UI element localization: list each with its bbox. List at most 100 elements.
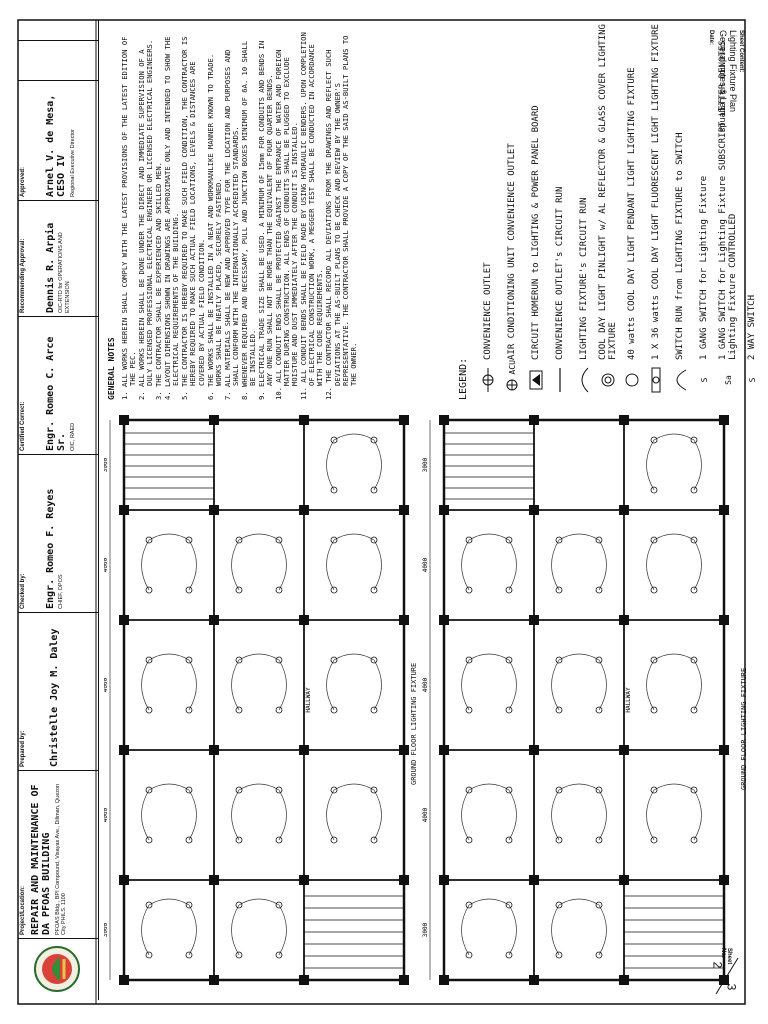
light-fixture [275, 901, 283, 909]
checked-cell: Checked by: Engr. Romeo F. Reyes CHIEF, … [18, 454, 98, 612]
dimension-label: 4000 [422, 807, 429, 822]
light-fixture [145, 786, 153, 794]
plan-right-caption: GROUND FLOOR LIGHTING FIXTURE [740, 667, 748, 790]
notes-list: 1. ALL WORKS HEREIN SHALL COMPLY WITH TH… [119, 30, 358, 401]
light-fixture [185, 836, 193, 844]
light-fixture [505, 836, 513, 844]
circuit-run [231, 653, 287, 711]
legend-text: AIR CONDITIONING UNIT CONVENIENCE OUTLET [506, 143, 517, 360]
light-fixture [235, 786, 243, 794]
general-notes: GENERAL NOTES 1. ALL WORKS HEREIN SHALL … [107, 30, 359, 401]
legend-symbol [672, 360, 688, 400]
dimension-label: 4000 [104, 807, 109, 822]
light-fixture [465, 836, 473, 844]
certified-cell: Certified Correct: Engr. Romeo C. Arce S… [18, 316, 98, 454]
light-fixture [330, 836, 338, 844]
legend-symbol-label: S [699, 377, 709, 383]
light-fixture [235, 836, 243, 844]
legend-text: 2 WAY SWITCH [746, 294, 757, 360]
light-fixture [650, 786, 658, 794]
light-fixture [650, 486, 658, 494]
light-fixture [370, 436, 378, 444]
light-fixture [690, 536, 698, 544]
light-fixture [650, 586, 658, 594]
general-note: 3. THE CONTRACTOR SHALL BE EXPERIENCED A… [154, 162, 164, 400]
exterior-wall [442, 418, 726, 982]
light-fixture [465, 656, 473, 664]
light-fixture [690, 706, 698, 714]
light-fixture [505, 536, 513, 544]
content-cell [18, 40, 98, 80]
light-fixture [185, 706, 193, 714]
dimension-label: 3000 [104, 457, 109, 472]
light-fixture [370, 536, 378, 544]
checked-name: Engr. Romeo F. Reyes [44, 488, 56, 609]
sheet-number: Sheet No. 2 3 [710, 944, 742, 1000]
approved-sub: Regional Executive Director [69, 129, 76, 197]
circuit-run [141, 533, 197, 591]
project-line2: DA PFOAS BUILDING [41, 832, 53, 935]
light-fixture [275, 786, 283, 794]
light-fixture [505, 786, 513, 794]
light-fixture [235, 951, 243, 959]
circuit-run [326, 433, 382, 491]
column [719, 415, 729, 425]
circuit-run [141, 783, 197, 841]
approved-head: Approved: [20, 167, 26, 197]
circuit-run [461, 898, 517, 956]
legend-symbol-label: ACU [507, 360, 517, 375]
light-fixture [465, 901, 473, 909]
circuit-run [461, 533, 517, 591]
approved-cell: Approved: Arnel V. de Mesa, CESO IV Regi… [18, 80, 98, 200]
circuit-run [326, 783, 382, 841]
light-fixture [145, 836, 153, 844]
light-fixture [145, 656, 153, 664]
light-fixture [235, 901, 243, 909]
column [119, 415, 129, 425]
light-fixture [145, 951, 153, 959]
recommend-sub: OIC-RTD for OPERATIONS AND EXTENSION [58, 232, 71, 313]
dimension-label: 4000 [422, 677, 429, 692]
legend-text: LIGHTING FIXTURE's CIRCUIT RUN [578, 197, 589, 360]
light-fixture [370, 486, 378, 494]
light-fixture [690, 786, 698, 794]
legend-row: CIRCUIT HOMERUN to LIGHTING & POWER PANE… [525, 20, 547, 400]
light-fixture [465, 586, 473, 594]
light-fixture [275, 836, 283, 844]
legend-symbol [624, 360, 640, 400]
legend-title: LEGEND: [458, 357, 469, 400]
circuit-run [551, 533, 607, 591]
light-fixture [370, 586, 378, 594]
floor-plan-left [109, 415, 409, 985]
certified-sub: OIC, RAED [69, 422, 76, 451]
circuit-run [326, 533, 382, 591]
light-fixture [595, 836, 603, 844]
legend-text: CIRCUIT HOMERUN to LIGHTING & POWER PANE… [530, 105, 541, 360]
general-note: 12. THE CONTRACTOR SHALL RECORD ALL DEVI… [324, 35, 358, 400]
column [119, 975, 129, 985]
legend-symbol: Sa [724, 360, 733, 400]
dimension-label: 4000 [104, 557, 109, 572]
legend-row: 40 watts COOL DAY LIGHT PENDANT LIGHT LI… [621, 20, 643, 400]
column [439, 415, 449, 425]
light-fixture [235, 706, 243, 714]
light-fixture [330, 536, 338, 544]
legend-text: 1 X 36 watts COOL DAY LIGHT FLUORESCENT … [650, 24, 661, 360]
light-fixture [690, 586, 698, 594]
light-fixture [235, 536, 243, 544]
light-fixture [465, 706, 473, 714]
legend-row: 1 X 36 watts COOL DAY LIGHT FLUORESCENT … [645, 20, 667, 400]
circuit-run [461, 783, 517, 841]
notes-title: GENERAL NOTES [107, 337, 116, 400]
general-note: 1. ALL WORKS HEREIN SHALL COMPLY WITH TH… [119, 36, 138, 401]
general-note: 6. THE WORKS SHALL BE INSTALLED IN A NEA… [205, 53, 223, 400]
legend-symbol: S [700, 360, 709, 400]
circuit-run [141, 898, 197, 956]
light-fixture [555, 656, 563, 664]
recommend-cell: Recommending Approval: Dennis R. Arpia O… [18, 200, 98, 316]
circuit-run [461, 653, 517, 711]
light-fixture [235, 656, 243, 664]
